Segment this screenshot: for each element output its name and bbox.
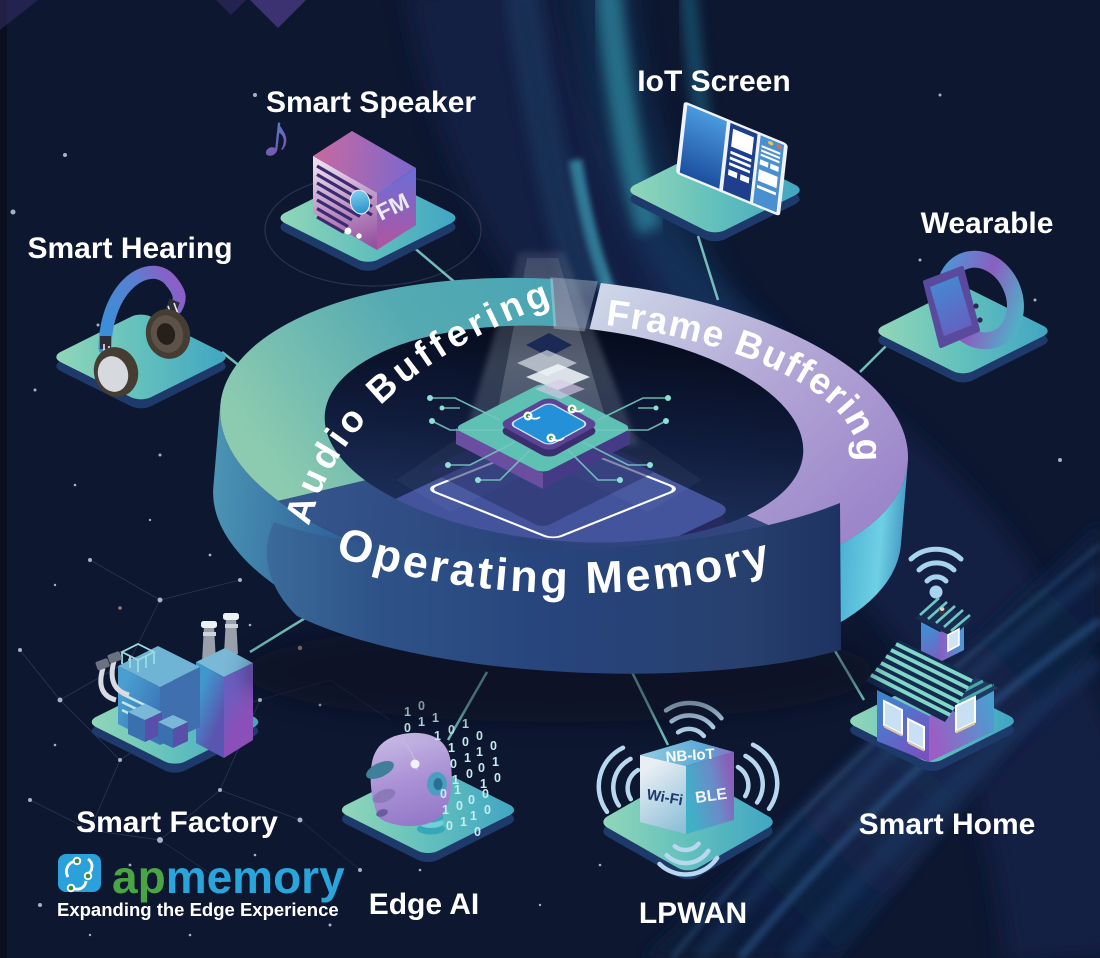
svg-text:Smart Home: Smart Home [859,808,1036,841]
svg-text:0: 0 [490,739,497,753]
svg-text:NB-IoT: NB-IoT [665,746,715,766]
svg-text:Expanding the Edge Experience: Expanding the Edge Experience [57,899,339,920]
svg-text:Wearable: Wearable [921,207,1054,240]
svg-text:1: 1 [492,755,499,769]
svg-text:0: 0 [456,799,463,813]
svg-text:1: 1 [432,711,439,725]
svg-text:0: 0 [482,787,489,801]
svg-text:Edge AI: Edge AI [369,888,480,921]
svg-text:Smart Speaker: Smart Speaker [266,86,476,119]
svg-text:0: 0 [484,803,491,817]
svg-text:1: 1 [464,751,471,765]
svg-text:IoT Screen: IoT Screen [637,65,790,98]
svg-text:1: 1 [454,783,461,797]
svg-text:0: 0 [404,721,411,735]
svg-text:0: 0 [450,757,457,771]
svg-text:1: 1 [418,715,425,729]
svg-text:1: 1 [470,809,477,823]
svg-text:0: 0 [446,819,453,833]
svg-text:1: 1 [462,717,469,731]
svg-text:1: 1 [480,777,487,791]
svg-text:1: 1 [460,815,467,829]
svg-text:1: 1 [476,745,483,759]
svg-text:1: 1 [442,803,449,817]
svg-text:♪: ♪ [258,101,296,173]
svg-text:0: 0 [440,787,447,801]
svg-text:0: 0 [466,767,473,781]
svg-text:Smart Hearing: Smart Hearing [27,232,232,265]
svg-text:LPWAN: LPWAN [639,897,747,930]
svg-text:0: 0 [468,793,475,807]
svg-text:0: 0 [494,771,501,785]
svg-text:0: 0 [462,735,469,749]
svg-text:0: 0 [478,761,485,775]
svg-text:0: 0 [476,729,483,743]
svg-text:apmemory: apmemory [112,851,345,903]
svg-text:1: 1 [434,729,441,743]
svg-text:0: 0 [448,723,455,737]
svg-text:BLE: BLE [694,786,728,807]
svg-text:1: 1 [448,741,455,755]
svg-text:Wi-Fi: Wi-Fi [645,786,684,809]
svg-text:Smart Factory: Smart Factory [76,806,278,839]
svg-text:1: 1 [452,773,459,787]
svg-text:0: 0 [474,825,481,839]
